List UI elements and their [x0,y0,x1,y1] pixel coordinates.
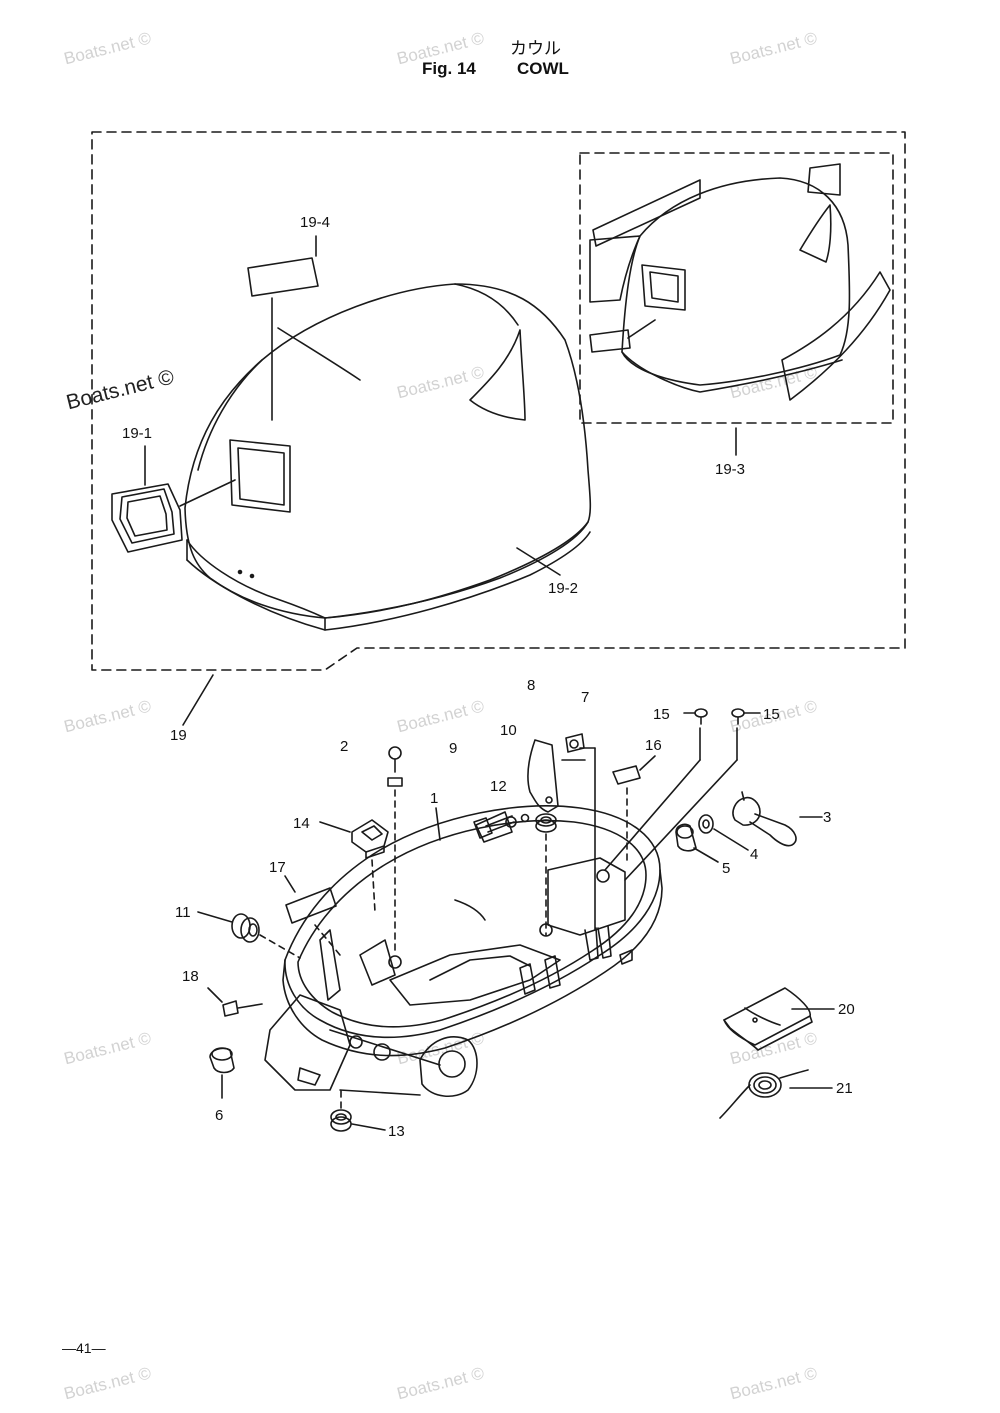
callout-19-1: 19-1 [122,425,153,442]
callout-19: 19 [170,727,187,744]
plate-7 [565,733,585,753]
callout-4: 4 [750,846,759,863]
callout-8: 8 [527,677,536,694]
callout-3: 3 [823,809,832,826]
callout-15-left: 15 [653,706,670,723]
washer-10-inner [520,813,530,823]
callout-2: 2 [340,738,349,755]
sticker-16 [612,765,641,785]
callout-9: 9 [449,740,458,757]
callout-16: 16 [645,737,662,754]
spring-21 [719,1069,809,1119]
rivet-15-a [694,708,708,725]
bottom-cowl-pan [264,805,663,1097]
callout-1: 1 [430,790,439,807]
bracket-8 [527,739,559,813]
washer-4 [698,814,714,834]
callout-21: 21 [836,1080,853,1097]
bushing-5 [675,823,697,852]
top-cowl-shell [184,283,592,631]
decal-kit-19-3 [589,163,891,401]
callout-18: 18 [182,968,199,985]
callout-19-3: 19-3 [715,461,746,478]
clamp-lever-3 [732,791,797,847]
page-number: —41— [62,1340,106,1356]
callout-5: 5 [722,860,731,877]
figure-title: COWL [517,59,569,78]
callout-11: 11 [175,904,191,921]
callout-6: 6 [215,1107,224,1124]
grommet-13 [330,1109,352,1132]
figure-title-japanese: カウル [510,39,561,59]
callout-17: 17 [269,859,286,876]
sticker-19-4 [247,257,319,297]
sticker-18 [222,1000,239,1017]
callout-19-2: 19-2 [548,580,579,597]
cap-6 [209,1047,235,1074]
bolt-9 [473,811,515,843]
callout-7: 7 [581,689,590,706]
callout-12: 12 [490,778,507,795]
window-seal-19-1 [111,483,183,553]
tool-pouch-20 [723,987,813,1051]
rivet-15-b [731,708,745,725]
callout-10: 10 [500,722,517,739]
callout-20: 20 [838,1001,855,1018]
figure-number: Fig. 14 [422,59,476,78]
washer-10 [505,816,517,828]
sticker-17 [285,887,337,924]
callout-15-right: 15 [763,706,780,723]
callout-13: 13 [388,1123,405,1140]
grommet-12 [535,813,557,833]
damper-14 [351,819,389,859]
assembly-19-3-dashed-outline [579,152,894,424]
callout-14: 14 [293,815,310,832]
screw-2 [387,746,403,787]
callout-19-4: 19-4 [300,214,331,231]
grommet-11 [231,913,260,943]
assembly-19-dashed-outline [91,131,906,671]
